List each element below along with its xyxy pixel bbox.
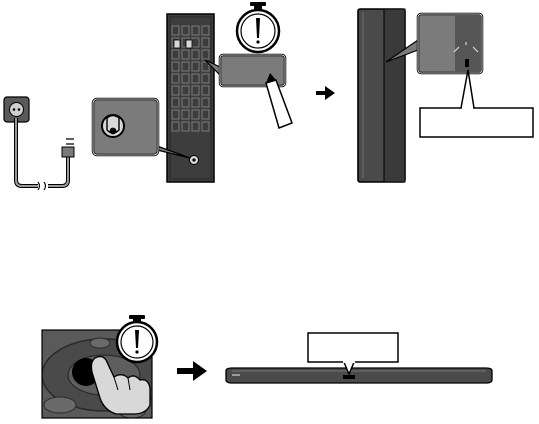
stopwatch-icon xyxy=(115,315,159,364)
empty-label-box xyxy=(419,69,534,138)
soundbar xyxy=(225,367,493,384)
subwoofer-rear-panel xyxy=(166,13,215,183)
power-cable xyxy=(14,118,75,191)
finger-press xyxy=(72,355,151,415)
status-led-callout xyxy=(385,12,484,75)
right-arrow-icon xyxy=(316,86,335,100)
empty-label-box xyxy=(307,332,399,376)
pen-tip-icon xyxy=(265,73,293,129)
subwoofer-front xyxy=(357,8,406,183)
power-socket-callout xyxy=(91,97,191,159)
power-outlet-icon xyxy=(3,96,30,123)
soundbar-display xyxy=(343,375,355,379)
right-arrow-icon xyxy=(177,361,207,381)
stopwatch-icon xyxy=(235,2,281,54)
